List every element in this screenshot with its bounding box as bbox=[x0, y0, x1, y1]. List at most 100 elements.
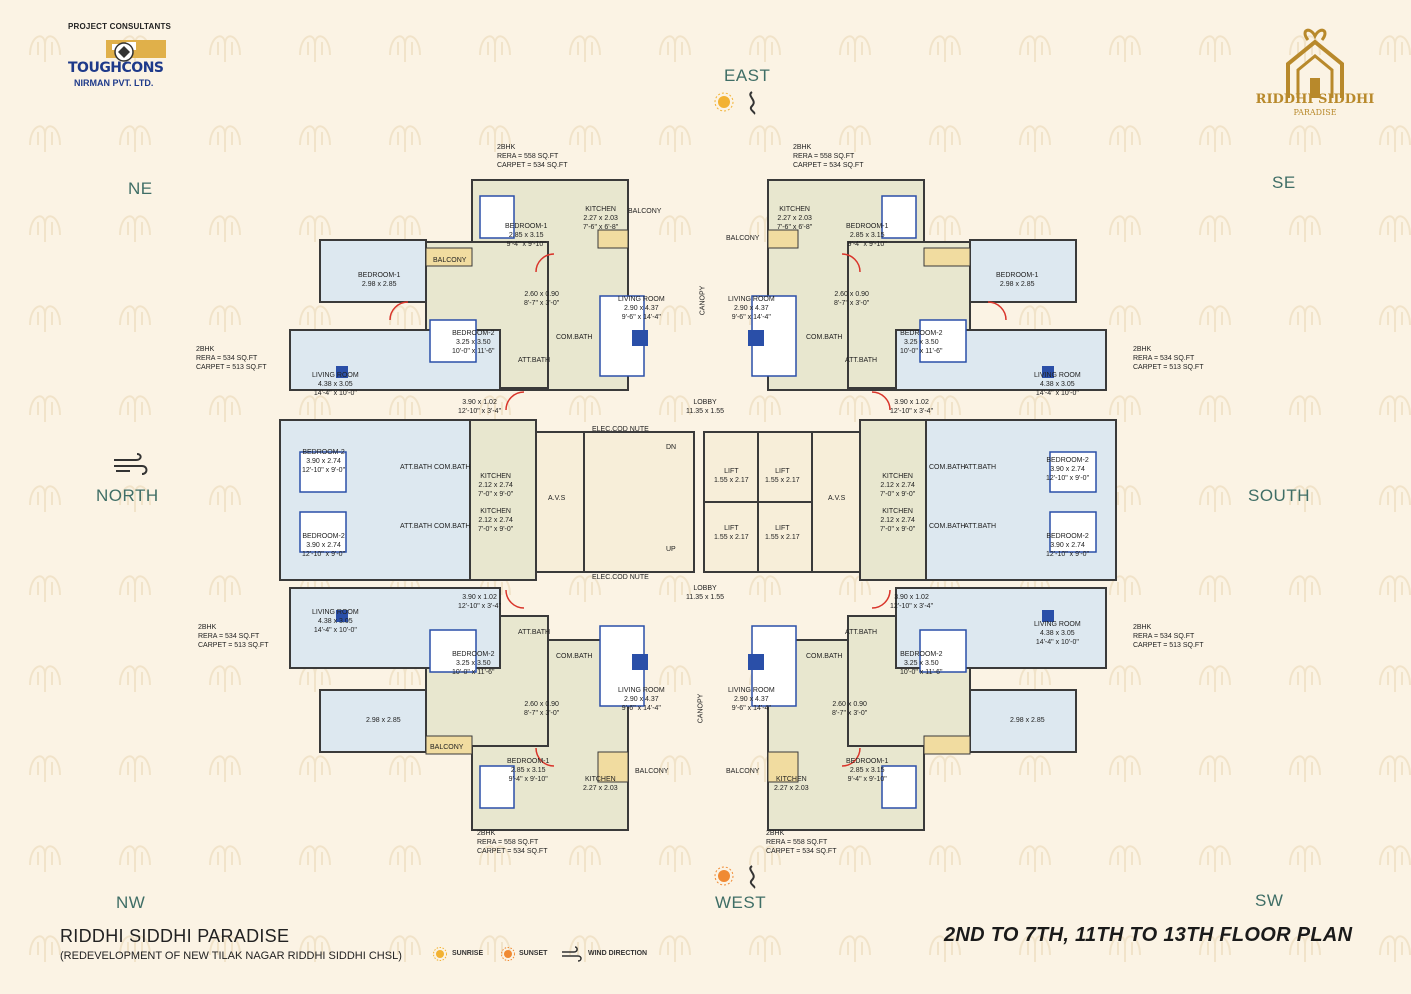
balcony-label-top-right: BALCONY bbox=[726, 235, 760, 242]
room-dim: 4.38 x 3.05 bbox=[1040, 630, 1075, 637]
room-dim: 2.12 x 2.74 bbox=[880, 482, 915, 489]
room-dim-ft: 7'-0" x 9'-0" bbox=[880, 526, 916, 533]
room-dim: 2.27 x 2.03 bbox=[583, 215, 618, 222]
room-bedroom2-south-lower: BEDROOM-2 3.90 x 2.74 12'-10" x 9'-0" bbox=[1046, 532, 1089, 559]
lift-4: LIFT 1.55 x 2.17 bbox=[765, 524, 800, 542]
lift-dim: 1.55 x 2.17 bbox=[714, 534, 749, 541]
balcony-top-left bbox=[597, 229, 629, 249]
unit-rera: RERA = 534 SQ.FT bbox=[1133, 355, 1195, 362]
room-dim: 2.27 x 2.03 bbox=[583, 785, 618, 792]
room-name: BEDROOM-1 bbox=[358, 272, 401, 279]
lobby-name: LOBBY bbox=[693, 399, 717, 406]
lobby-dim: 11.35 x 1.55 bbox=[686, 408, 725, 415]
floor-plan bbox=[279, 179, 1117, 831]
legend-sunset-icon bbox=[501, 947, 515, 961]
lift-name: LIFT bbox=[775, 468, 790, 475]
room-dim-ft: 14'-4" x 10'-0" bbox=[1035, 390, 1079, 397]
room-dim-ft: 7'-0" x 9'-0" bbox=[478, 491, 514, 498]
room-dim: 4.38 x 3.05 bbox=[1040, 381, 1075, 388]
lift-dim: 1.55 x 2.17 bbox=[714, 477, 749, 484]
room-kitchen-top-right: KITCHEN 2.27 x 2.03 7'-6" x 6'-8" bbox=[777, 205, 812, 232]
room-dim-ft: 14'-4" x 10'-0" bbox=[1035, 639, 1079, 646]
room-dim-ft: 9'-6" x 14'-4" bbox=[731, 705, 771, 712]
unit-carpet: CARPET = 534 SQ.FT bbox=[793, 162, 864, 169]
room-kitchen-north-upper: KITCHEN 2.12 x 2.74 7'-0" x 9'-0" bbox=[478, 472, 513, 499]
unit-rera: RERA = 558 SQ.FT bbox=[477, 839, 539, 846]
consultants-header: PROJECT CONSULTANTS bbox=[68, 22, 172, 31]
room-living-top-left: LIVING ROOM 2.90 x 4.37 9'-6" x 14'-4" bbox=[618, 295, 665, 322]
toughcons-logo bbox=[106, 40, 166, 62]
room-dim: 2.60 x 0.90 bbox=[524, 701, 559, 708]
room-dim: 2.98 x 2.85 bbox=[1010, 717, 1045, 724]
balcony-bottom-right bbox=[767, 751, 799, 783]
room-name: BEDROOM-2 bbox=[452, 330, 495, 337]
unit-se-bed bbox=[969, 239, 1077, 303]
right-kitchens bbox=[859, 419, 927, 581]
room-name: BEDROOM-2 bbox=[1046, 533, 1089, 540]
stair-down: DN bbox=[666, 444, 677, 451]
unit-right-lower-label: 2BHK RERA = 534 SQ.FT CARPET = 513 SQ.FT bbox=[1133, 623, 1203, 650]
room-name: BEDROOM-2 bbox=[302, 449, 345, 456]
corridor-se-lower: 3.90 x 1.02 12'-10" x 3'-4" bbox=[890, 593, 933, 611]
lift-3: LIFT 1.55 x 2.17 bbox=[714, 524, 749, 542]
legend-sunrise: SUNRISE bbox=[452, 950, 484, 957]
corridor-nw-lower: 3.90 x 1.02 12'-10" x 3'-4" bbox=[458, 593, 501, 611]
room-living-north-lower: LIVING ROOM 4.38 x 3.05 14'-4" x 10'-0" bbox=[312, 608, 359, 635]
room-dim: 3.25 x 3.50 bbox=[455, 339, 491, 346]
room-name: BEDROOM-1 bbox=[996, 272, 1039, 279]
att-bath-north-lower: ATT.BATH bbox=[400, 523, 433, 530]
unit-top-right-label: 2BHK RERA = 558 SQ.FT CARPET = 534 SQ.FT bbox=[793, 143, 863, 170]
room-dim: 2.85 x 3.15 bbox=[508, 232, 544, 239]
room-bedroom2-bottom-right: BEDROOM-2 3.25 x 3.50 10'-0" x 11'-6" bbox=[900, 650, 943, 677]
room-dim-ft: 8'-7" x 3'-0" bbox=[834, 300, 870, 307]
room-bedroom2-top-left: BEDROOM-2 3.25 x 3.50 10'-0" x 11'-6" bbox=[452, 329, 495, 356]
wind-direction-icon bbox=[114, 453, 148, 475]
unit-type: 2BHK bbox=[1133, 346, 1152, 353]
room-dim: 2.60 x 0.90 bbox=[524, 291, 559, 298]
room-dim-ft: 12'-10" x 9'-0" bbox=[1046, 551, 1090, 558]
room-bedroom2-north-upper: BEDROOM-2 3.90 x 2.74 12'-10" x 9'-0" bbox=[302, 448, 345, 475]
unit-left-upper-label: 2BHK RERA = 534 SQ.FT CARPET = 513 SQ.FT bbox=[196, 345, 266, 372]
passage-bottom-left: 2.60 x 0.90 8'-7" x 3'-0" bbox=[524, 700, 559, 718]
room-dim: 3.90 x 2.74 bbox=[306, 542, 341, 549]
room-dim-ft: 7'-6" x 6'-8" bbox=[777, 224, 813, 231]
room-dim-ft: 10'-0" x 11'-6" bbox=[452, 348, 495, 355]
balcony-nw-bottom bbox=[425, 735, 473, 755]
room-dim: 3.25 x 3.50 bbox=[455, 660, 491, 667]
room-name: BEDROOM-2 bbox=[900, 330, 943, 337]
room-living-bottom-right: LIVING ROOM 2.90 x 4.37 9'-6" x 14'-4" bbox=[728, 686, 775, 713]
room-name: KITCHEN bbox=[585, 206, 616, 213]
lift-name: LIFT bbox=[724, 468, 739, 475]
room-dim: 3.90 x 2.74 bbox=[306, 458, 341, 465]
passage-top-left: 2.60 x 0.90 8'-7" x 3'-0" bbox=[524, 290, 559, 308]
lift-1: LIFT 1.55 x 2.17 bbox=[714, 467, 749, 485]
room-dim-ft: 9'-4" x 9'-10" bbox=[847, 241, 887, 248]
direction-se: SE bbox=[1272, 173, 1296, 192]
unit-nw-bed bbox=[319, 689, 427, 753]
room-dim-ft: 14'-4" x 10'-0" bbox=[313, 390, 357, 397]
balcony-bottom-left bbox=[597, 751, 629, 783]
room-name: LIVING ROOM bbox=[1034, 621, 1081, 628]
corr-dim-ft: 12'-10" x 3'-4" bbox=[458, 408, 502, 415]
room-name: KITCHEN bbox=[584, 776, 616, 783]
room-dim-sw: 2.98 x 2.85 bbox=[1010, 716, 1045, 725]
room-dim-ft: 9'-4" x 9'-10" bbox=[508, 776, 548, 783]
room-dim-ft: 9'-6" x 14'-4" bbox=[621, 314, 661, 321]
corridor-nw-upper: 3.90 x 1.02 12'-10" x 3'-4" bbox=[458, 398, 501, 416]
emblem-title: RIDDHI SIDDHI bbox=[1255, 92, 1375, 107]
unit-type: 2BHK bbox=[198, 624, 217, 631]
room-name: LIVING ROOM bbox=[728, 687, 775, 694]
att-bath-top-left: ATT.BATH bbox=[518, 357, 551, 364]
room-living-south-lower: LIVING ROOM 4.38 x 3.05 14'-4" x 10'-0" bbox=[1034, 620, 1081, 647]
room-name: BEDROOM-1 bbox=[505, 223, 548, 230]
room-dim-ft: 8'-7" x 3'-0" bbox=[524, 710, 560, 717]
room-kitchen-bottom-left: KITCHEN 2.27 x 2.03 bbox=[583, 775, 618, 793]
right-avs bbox=[811, 431, 861, 573]
room-bedroom2-top-right: BEDROOM-2 3.25 x 3.50 10'-0" x 11'-6" bbox=[900, 329, 943, 356]
unit-top-left-label: 2BHK RERA = 558 SQ.FT CARPET = 534 SQ.FT bbox=[497, 143, 567, 170]
lobby-name: LOBBY bbox=[693, 585, 717, 592]
floor-plan-title: 2ND TO 7TH, 11TH TO 13TH FLOOR PLAN bbox=[944, 924, 1353, 946]
room-name: KITCHEN bbox=[480, 473, 511, 480]
room-dim-ft: 12'-10" x 9'-0" bbox=[302, 551, 346, 558]
unit-carpet: CARPET = 513 SQ.FT bbox=[1133, 364, 1204, 371]
